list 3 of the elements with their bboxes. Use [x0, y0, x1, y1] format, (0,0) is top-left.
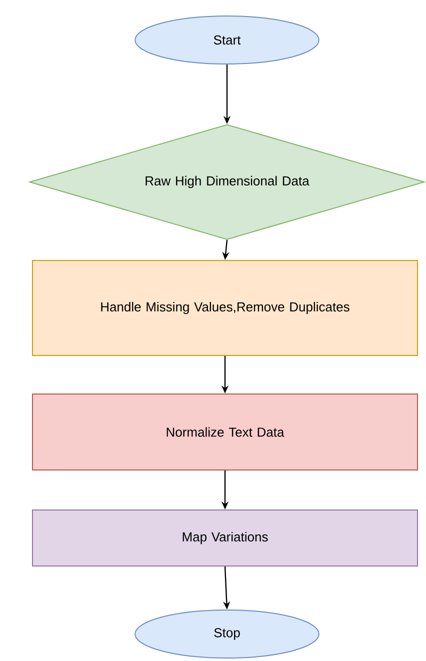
process-box: Normalize Text Data [32, 394, 418, 470]
process-box: Handle Missing Values,Remove Duplicates [32, 260, 418, 356]
process-box: Map Variations [32, 510, 418, 566]
